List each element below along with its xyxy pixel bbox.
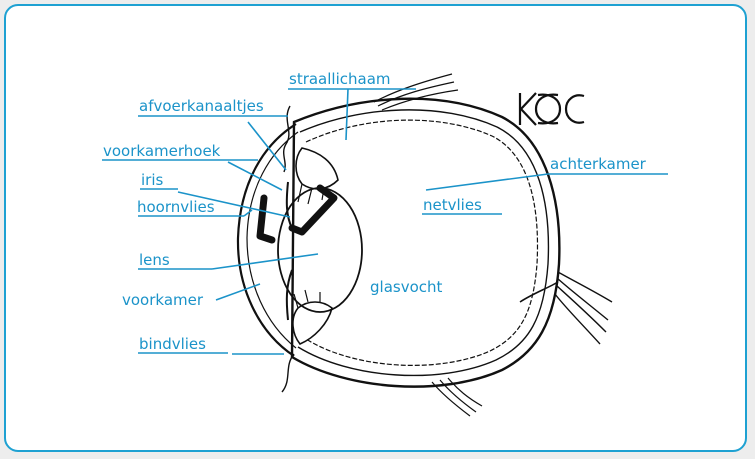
flow-arrow-left [260,198,272,240]
label-voorkamer: voorkamer [122,291,204,309]
label-afvoerkanaaltjes: afvoerkanaaltjes [139,97,264,115]
label-achterkamer: achterkamer [550,155,647,173]
koc-logo [520,93,584,125]
flow-arrow-right [292,188,334,232]
eye-diagram: straallichaam afvoerkanaaltjes voorkamer… [6,6,747,452]
leader-lines [102,89,668,354]
conjunctiva-bottom [282,354,294,392]
diagram-card: straallichaam afvoerkanaaltjes voorkamer… [4,4,747,452]
label-hoornvlies: hoornvlies [137,198,215,216]
label-straallichaam: straallichaam [289,70,391,88]
ciliary-lower [293,302,332,344]
optic-nerve [555,272,612,344]
label-lens: lens [139,251,170,269]
optic-disc [520,282,558,302]
label-netvlies: netvlies [423,196,482,214]
label-iris: iris [141,171,164,189]
ciliary-upper [296,148,338,189]
retina [306,120,537,365]
label-bindvlies: bindvlies [139,335,206,353]
eyeball-drawing [238,74,612,416]
label-glasvocht: glasvocht [370,278,443,296]
label-voorkamerhoek: voorkamerhoek [103,142,221,160]
